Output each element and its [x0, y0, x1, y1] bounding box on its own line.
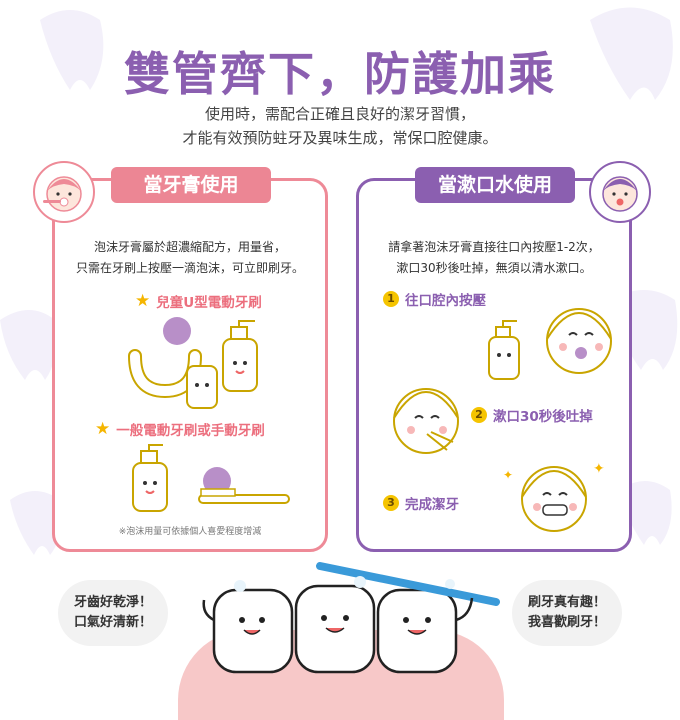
step-1: 1 往口腔內按壓	[383, 289, 486, 309]
step-2-label: 漱口30秒後吐掉	[493, 409, 593, 425]
desc-line-2: 只需在牙刷上按壓一滴泡沫，可立即刷牙。	[75, 261, 304, 275]
toothpaste-use-title: 當牙膏使用	[111, 167, 271, 203]
step-number-badge: 2	[471, 407, 487, 423]
mouthwash-use-description: 請拿著泡沫牙膏直接往口內按壓1-2次， 漱口30秒後吐掉，無須以清水漱口。	[359, 237, 629, 279]
step-number-badge: 1	[383, 291, 399, 307]
speech-bubble-right: 刷牙真有趣！ 我喜歡刷牙！	[512, 580, 622, 646]
step-number-badge: 3	[383, 495, 399, 511]
girl-brushing-avatar-icon	[33, 161, 95, 223]
girl-smiling-clean-teeth-illustration: ✦ ✦	[503, 461, 605, 532]
bubble-left-line-1: 牙齒好乾淨！	[73, 595, 152, 610]
regular-toothbrush-foam-bottle-illustration	[132, 444, 290, 512]
svg-text:✦: ✦	[503, 468, 513, 482]
step-3: 3 完成潔牙	[383, 493, 459, 513]
desc-line-1: 泡沫牙膏屬於超濃縮配方，用量省，	[93, 240, 286, 254]
item-u-toothbrush-label: 兒童U型電動牙刷	[156, 295, 262, 311]
item-u-toothbrush: ★ 兒童U型電動牙刷	[135, 291, 262, 311]
star-icon: ★	[135, 291, 151, 311]
step-2: 2 漱口30秒後吐掉	[471, 405, 593, 425]
girl-mouthwash-avatar-icon	[589, 161, 651, 223]
toothpaste-use-description: 泡沫牙膏屬於超濃縮配方，用量省， 只需在牙刷上按壓一滴泡沫，可立即刷牙。	[55, 237, 325, 279]
page-subtitle: 使用時，需配合正確且良好的潔牙習慣， 才能有效預防蛀牙及異味生成，常保口腔健康。	[0, 102, 680, 150]
desc-line-1: 請拿著泡沫牙膏直接往口內按壓1-2次，	[388, 240, 600, 254]
toothpaste-use-panel: 當牙膏使用 泡沫牙膏屬於超濃縮配方，用量省， 只需在牙刷上按壓一滴泡沫，可立即刷…	[33, 161, 328, 552]
page-title: 雙管齊下，防護加乘	[124, 47, 556, 101]
bubble-right-line-1: 刷牙真有趣！	[527, 595, 606, 610]
speech-bubble-left: 牙齒好乾淨！ 口氣好清新！	[58, 580, 168, 646]
desc-line-2: 漱口30秒後吐掉，無須以清水漱口。	[396, 261, 592, 275]
item-regular-toothbrush-label: 一般電動牙刷或手動牙刷	[116, 423, 265, 439]
smiling-teeth-toothbrush-illustration	[202, 562, 500, 674]
item-regular-toothbrush: ★ 一般電動牙刷或手動牙刷	[95, 419, 265, 439]
mouthwash-use-title: 當漱口水使用	[415, 167, 575, 203]
girl-spitting-illustration	[393, 388, 459, 454]
step-1-label: 往口腔內按壓	[405, 293, 486, 309]
step-3-label: 完成潔牙	[405, 497, 459, 513]
background-tooth-icon	[0, 7, 678, 555]
mouthwash-use-panel: 當漱口水使用 請拿著泡沫牙膏直接往口內按壓1-2次， 漱口30秒後吐掉，無須以清…	[356, 161, 651, 552]
u-toothbrush-foam-bottle-illustration	[128, 317, 258, 409]
subtitle-line-2: 才能有效預防蛀牙及異味生成，常保口腔健康。	[182, 129, 498, 147]
foam-amount-note: ※泡沫用量可依據個人喜愛程度增減	[118, 527, 262, 537]
bubble-left-line-2: 口氣好清新！	[73, 615, 152, 630]
subtitle-line-1: 使用時，需配合正確且良好的潔牙習慣，	[204, 105, 475, 123]
svg-text:✦: ✦	[593, 461, 605, 477]
girl-pressing-foam-illustration	[488, 308, 612, 380]
star-icon: ★	[95, 419, 111, 439]
bubble-right-line-2: 我喜歡刷牙！	[527, 615, 606, 630]
